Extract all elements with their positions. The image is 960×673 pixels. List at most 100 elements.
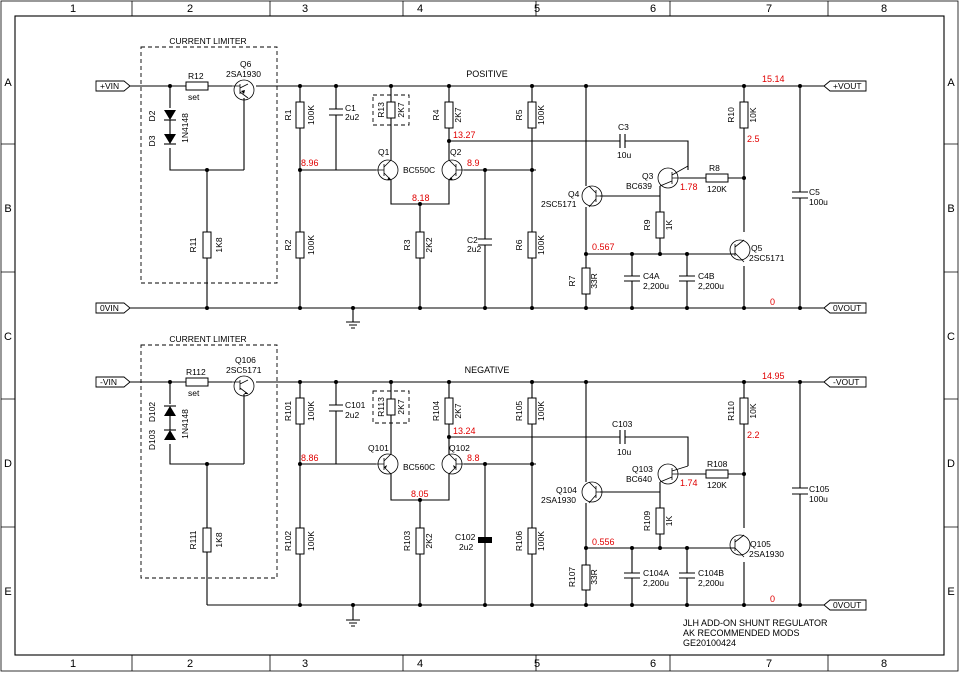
negative-title: NEGATIVE xyxy=(465,365,510,375)
svg-text:100K: 100K xyxy=(536,531,546,551)
r112-resistor xyxy=(185,377,209,387)
grid-col-1: 1 xyxy=(70,3,76,15)
grid-col-7: 7 xyxy=(766,3,772,15)
svg-text:Q103: Q103 xyxy=(632,464,653,474)
negative-regulator: NEGATIVE -VIN -VOUT 0VOUT CURRENT LIMITE… xyxy=(95,334,867,611)
ground-symbol-1 xyxy=(346,308,360,329)
svg-text:Q4: Q4 xyxy=(568,189,580,199)
d102-diode xyxy=(164,405,176,416)
negative-limiter-box xyxy=(140,344,278,579)
q5-transistor xyxy=(729,239,751,263)
r101-resistor xyxy=(295,397,305,425)
svg-text:120K: 120K xyxy=(707,480,727,490)
svg-text:R111: R111 xyxy=(188,530,198,549)
svg-text:2SA1930: 2SA1930 xyxy=(226,69,261,79)
svg-text:R106: R106 xyxy=(514,531,524,552)
grid-row-labels: A B C D E A B C D E xyxy=(4,77,955,598)
svg-text:2,200u: 2,200u xyxy=(643,578,669,588)
q4-transistor xyxy=(581,185,603,208)
title-line-3: GE20100424 xyxy=(683,638,736,648)
q102-transistor xyxy=(441,453,464,475)
svg-text:0: 0 xyxy=(770,594,775,604)
grid-col-3-bottom: 3 xyxy=(302,658,308,670)
svg-text:8.96: 8.96 xyxy=(301,158,319,168)
svg-text:100K: 100K xyxy=(536,401,546,421)
title-line-1: JLH ADD-ON SHUNT REGULATOR xyxy=(683,618,828,628)
svg-text:2K2: 2K2 xyxy=(424,533,434,548)
svg-text:R7: R7 xyxy=(567,275,577,286)
svg-text:8.8: 8.8 xyxy=(467,453,480,463)
svg-text:R9: R9 xyxy=(642,219,652,230)
grid-col-8-bottom: 8 xyxy=(881,658,887,670)
svg-text:R105: R105 xyxy=(514,401,524,422)
port-minus-vin: -VIN xyxy=(95,376,131,388)
svg-text:1N4148: 1N4148 xyxy=(180,409,190,439)
svg-text:C101: C101 xyxy=(345,400,366,410)
svg-text:+VIN: +VIN xyxy=(100,81,119,91)
positive-title: POSITIVE xyxy=(466,69,508,79)
svg-text:R4: R4 xyxy=(431,109,441,120)
svg-text:C5: C5 xyxy=(809,187,820,197)
svg-text:2SC5171: 2SC5171 xyxy=(541,199,577,209)
svg-text:R1: R1 xyxy=(283,109,293,120)
svg-text:D3: D3 xyxy=(147,135,157,146)
svg-text:D103: D103 xyxy=(147,430,157,451)
grid-col-4-bottom: 4 xyxy=(417,658,423,670)
port-minus-vout: -VOUT xyxy=(823,376,867,388)
svg-text:0VOUT: 0VOUT xyxy=(833,600,861,610)
svg-text:D2: D2 xyxy=(147,110,157,121)
r11-resistor xyxy=(202,231,212,259)
q106-transistor xyxy=(232,375,255,397)
svg-text:10K: 10K xyxy=(748,107,758,122)
svg-text:R2: R2 xyxy=(283,239,293,250)
svg-text:R101: R101 xyxy=(283,401,293,422)
grid-column-labels: 1 2 3 4 5 6 7 8 1 2 3 4 5 6 7 8 xyxy=(70,3,887,670)
svg-text:BC550C: BC550C xyxy=(403,165,435,175)
svg-text:R5: R5 xyxy=(514,109,524,120)
svg-text:0VIN: 0VIN xyxy=(100,303,119,313)
svg-text:C4B: C4B xyxy=(698,271,715,281)
svg-text:C104B: C104B xyxy=(698,568,724,578)
svg-text:13.27: 13.27 xyxy=(453,130,476,140)
svg-text:R104: R104 xyxy=(431,401,441,422)
q105-transistor xyxy=(729,534,751,558)
svg-text:0.567: 0.567 xyxy=(592,242,615,252)
svg-text:1.78: 1.78 xyxy=(680,182,698,192)
svg-text:100K: 100K xyxy=(536,105,546,125)
svg-text:D102: D102 xyxy=(147,402,157,423)
svg-text:Q102: Q102 xyxy=(449,443,470,453)
svg-text:100K: 100K xyxy=(306,105,316,125)
r1-resistor xyxy=(295,101,305,129)
svg-text:8.18: 8.18 xyxy=(412,193,430,203)
positive-limiter-title: CURRENT LIMITER xyxy=(169,36,246,46)
r110-resistor xyxy=(739,397,749,425)
svg-text:R112: R112 xyxy=(186,367,206,377)
svg-text:1N4148: 1N4148 xyxy=(180,113,190,143)
svg-text:C1: C1 xyxy=(345,103,356,113)
svg-text:BC639: BC639 xyxy=(626,181,652,191)
svg-text:Q105: Q105 xyxy=(750,539,771,549)
grid-row-c: C xyxy=(4,331,12,343)
svg-text:Q6: Q6 xyxy=(240,59,252,69)
svg-text:2u2: 2u2 xyxy=(459,542,473,552)
grid-row-a-right: A xyxy=(947,77,955,89)
r103-resistor xyxy=(415,527,425,555)
port-0vout-neg: 0VOUT xyxy=(823,599,867,611)
svg-text:15.14: 15.14 xyxy=(762,74,785,84)
positive-regulator: POSITIVE +VIN 0VIN +VOUT 0VOUT CURRENT L… xyxy=(95,36,867,314)
svg-text:R3: R3 xyxy=(402,239,412,250)
r111-resistor xyxy=(202,527,212,553)
r102-resistor xyxy=(295,527,305,555)
grid-row-d-right: D xyxy=(947,458,955,470)
svg-text:Q3: Q3 xyxy=(642,171,654,181)
svg-text:R10: R10 xyxy=(726,107,736,123)
svg-text:1K: 1K xyxy=(664,219,674,230)
svg-text:R8: R8 xyxy=(709,163,720,173)
svg-text:R12: R12 xyxy=(188,71,204,81)
svg-text:R110: R110 xyxy=(726,401,736,421)
svg-text:10u: 10u xyxy=(617,150,631,160)
svg-text:1K8: 1K8 xyxy=(214,237,224,252)
svg-text:2K7: 2K7 xyxy=(453,403,463,418)
svg-text:2SC5171: 2SC5171 xyxy=(749,253,785,263)
svg-text:R13: R13 xyxy=(376,102,386,118)
